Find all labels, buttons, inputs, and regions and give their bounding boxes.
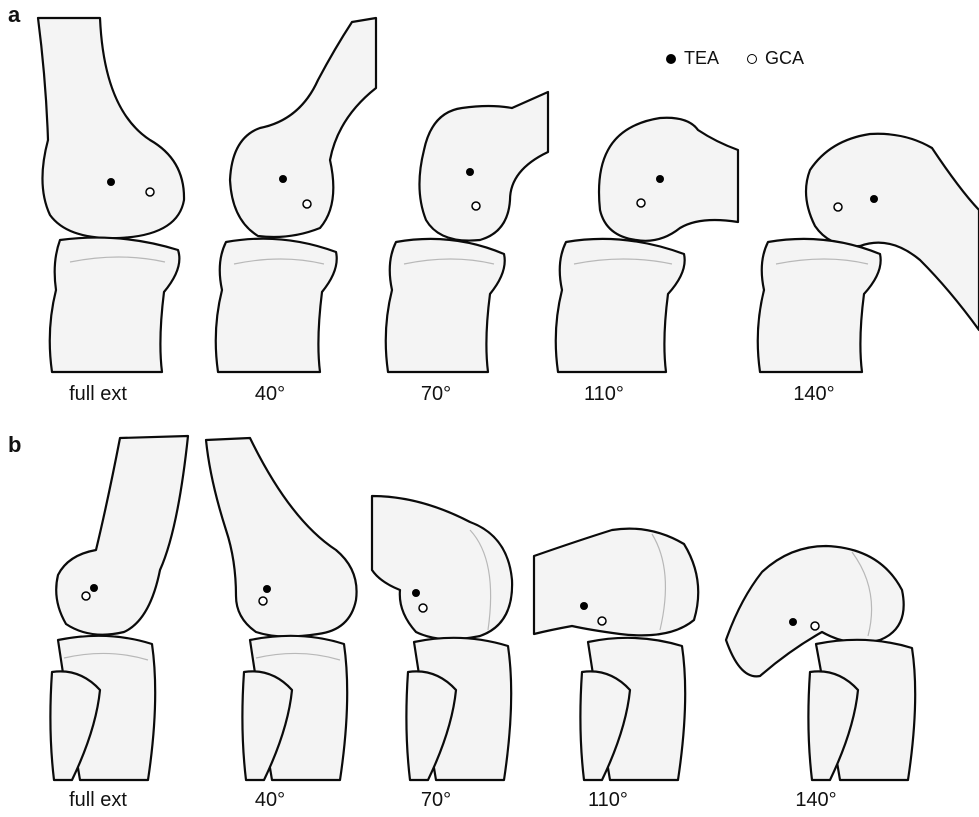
panel-b-pose-70 xyxy=(372,496,512,780)
tibia xyxy=(50,238,180,372)
tea-marker xyxy=(580,602,588,610)
panel-a-pose-40 xyxy=(216,18,376,372)
tea-marker xyxy=(870,195,878,203)
legend-item-gca: GCA xyxy=(747,48,804,69)
gca-marker xyxy=(419,604,427,612)
gca-marker xyxy=(811,622,819,630)
panel-b-pose-140 xyxy=(726,546,915,780)
tea-marker xyxy=(263,585,271,593)
gca-marker xyxy=(303,200,311,208)
panel-a-pose-70 xyxy=(386,92,548,372)
panel-a-pose-140 xyxy=(758,134,979,372)
tea-marker xyxy=(279,175,287,183)
gca-marker xyxy=(82,592,90,600)
gca-marker xyxy=(637,199,645,207)
pose-label: 110° xyxy=(528,790,688,810)
panel-b-pose-110 xyxy=(534,529,698,780)
tea-marker xyxy=(466,168,474,176)
panel-b-pose-full-ext xyxy=(50,436,188,780)
panel-label-a: a xyxy=(8,4,20,26)
pose-label: 70° xyxy=(356,384,516,404)
legend-item-tea: TEA xyxy=(666,48,719,69)
tea-marker xyxy=(789,618,797,626)
femur xyxy=(206,438,357,637)
panel-b-pose-40 xyxy=(206,438,357,780)
legend-label-gca: GCA xyxy=(765,48,804,69)
legend-label-tea: TEA xyxy=(684,48,719,69)
femur xyxy=(419,92,548,241)
pose-label: 40° xyxy=(190,384,350,404)
pose-label: 140° xyxy=(734,384,894,404)
pose-label: 110° xyxy=(524,384,684,404)
legend: TEA GCA xyxy=(666,48,822,69)
gca-marker xyxy=(259,597,267,605)
gca-marker xyxy=(472,202,480,210)
panel-a-pose-110 xyxy=(556,118,738,372)
pose-label: 140° xyxy=(736,790,896,810)
panel-label-b: b xyxy=(8,434,21,456)
gca-marker xyxy=(146,188,154,196)
gca-marker xyxy=(834,203,842,211)
pose-label: 70° xyxy=(356,790,516,810)
tea-marker xyxy=(412,589,420,597)
tea-marker xyxy=(90,584,98,592)
panel-a-pose-full-ext xyxy=(38,18,184,372)
femur xyxy=(56,436,188,635)
gca-marker xyxy=(598,617,606,625)
pose-label: full ext xyxy=(18,384,178,404)
pose-label: full ext xyxy=(18,790,178,810)
femur xyxy=(372,496,512,639)
femur xyxy=(534,529,698,636)
femur xyxy=(599,118,738,241)
filled-circle-icon xyxy=(666,54,676,64)
pose-label: 40° xyxy=(190,790,350,810)
open-circle-icon xyxy=(747,54,757,64)
tea-marker xyxy=(107,178,115,186)
tea-marker xyxy=(656,175,664,183)
femur xyxy=(38,18,184,238)
